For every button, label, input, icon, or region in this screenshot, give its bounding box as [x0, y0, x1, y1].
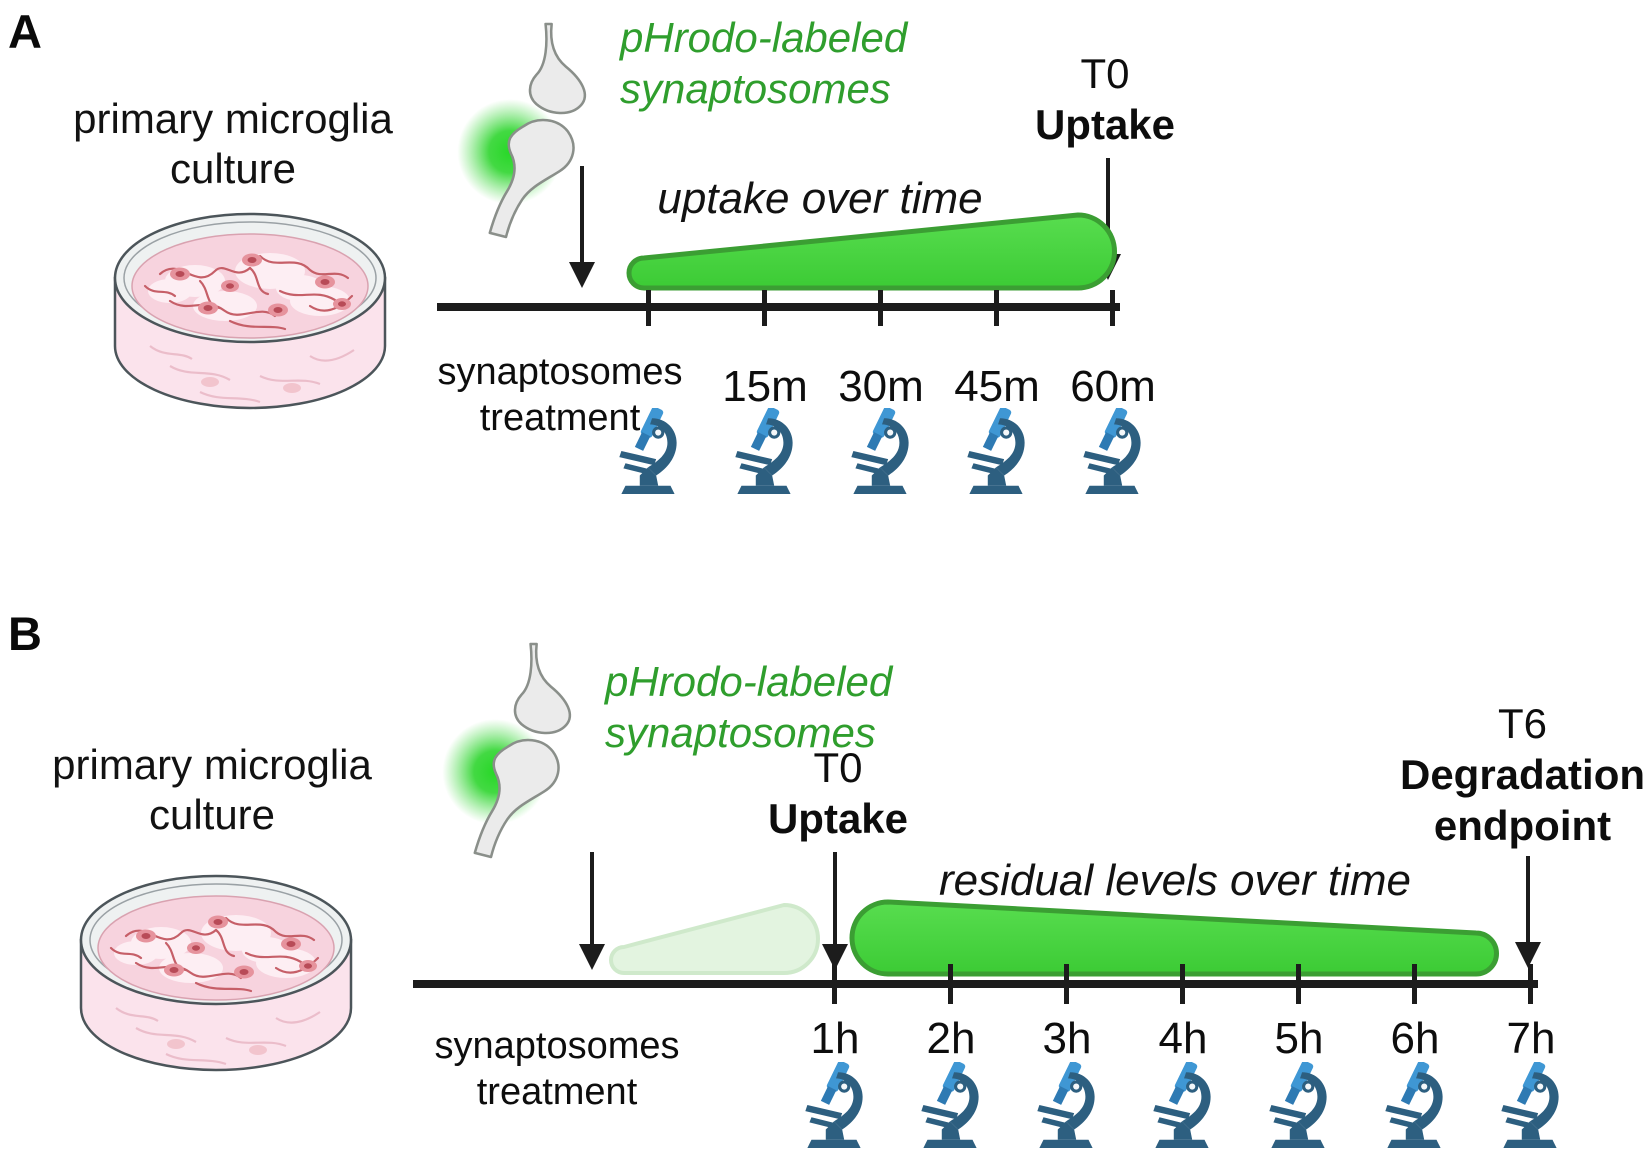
tick-label-4h: 4h [1158, 1014, 1208, 1063]
microscope-icon [1151, 1062, 1215, 1150]
axis-origin-line1: synaptosomes [437, 351, 683, 393]
panel-a-culture-caption: primary microglia culture [33, 94, 433, 193]
microscope-icon [1267, 1062, 1331, 1150]
culture-caption-line2: culture [148, 790, 276, 838]
down-arrow [579, 852, 605, 970]
axis-origin-line2: treatment [479, 396, 641, 439]
arrow-head [579, 944, 605, 970]
synaptosome-caption-line1: pHrodo-labeled [620, 14, 908, 61]
culture-caption-line2: culture [169, 144, 297, 192]
microscope-icon [733, 408, 797, 496]
panel-b-timepoint-t0: T0 Uptake [738, 742, 938, 844]
microscope-icon [1499, 1062, 1563, 1150]
panel-a-wedge-caption: uptake over time [657, 174, 983, 223]
panel-a-axis-origin-label: synaptosomes treatment [410, 350, 710, 441]
t0-label: T0 [1080, 50, 1130, 97]
t6-event-line2: endpoint [1433, 802, 1612, 850]
tick-label-5h: 5h [1274, 1014, 1324, 1063]
timeline-tick [1528, 964, 1533, 1004]
residual-wedge [849, 899, 1499, 977]
uptake-wedge [626, 212, 1117, 291]
down-arrow [569, 166, 595, 288]
panel-b-letter: B [8, 607, 42, 660]
timeline-tick [1110, 290, 1115, 326]
synaptosome-illustration [437, 642, 615, 860]
timeline-tick [1180, 964, 1185, 1004]
timeline-tick [878, 290, 883, 326]
t6-label: T6 [1497, 700, 1547, 747]
timeline-tick [1412, 964, 1417, 1004]
arrow-shaft [833, 852, 837, 946]
tick-label-1h: 1h [810, 1014, 860, 1063]
synaptosome-caption-line1: pHrodo-labeled [605, 658, 893, 705]
arrow-head [1515, 942, 1541, 968]
tick-label-30m: 30m [838, 362, 924, 411]
tick-label-2h: 2h [926, 1014, 976, 1063]
panel-b-culture-caption: primary microglia culture [12, 740, 412, 839]
timeline-tick [832, 964, 837, 1004]
axis-origin-line1: synaptosomes [434, 1025, 680, 1067]
timeline-tick [948, 964, 953, 1004]
arrow-shaft [590, 852, 594, 946]
panel-b-timepoint-t6: T6 Degradation endpoint [1390, 698, 1652, 852]
synaptosome-caption-line2: synaptosomes [605, 709, 876, 757]
microscope-icon [617, 408, 681, 496]
down-arrow [1515, 856, 1541, 968]
arrow-head [569, 262, 595, 288]
axis-origin-line2: treatment [476, 1070, 638, 1113]
panel-b-wedge-caption: residual levels over time [939, 856, 1411, 905]
timeline-tick [1296, 964, 1301, 1004]
t6-event-line1: Degradation [1399, 751, 1646, 799]
culture-caption-line1: primary microglia [52, 741, 372, 788]
tick-label-3h: 3h [1042, 1014, 1092, 1063]
timeline-tick [1064, 964, 1069, 1004]
tick-label-6h: 6h [1390, 1014, 1440, 1063]
tick-label-7h: 7h [1506, 1014, 1556, 1063]
timeline-tick [994, 290, 999, 326]
timeline-axis [437, 303, 1120, 311]
t0-label: T0 [813, 744, 863, 791]
timeline-axis [413, 980, 1538, 988]
panel-a-timepoint-t0: T0 Uptake [1005, 48, 1205, 150]
microscope-icon [919, 1062, 983, 1150]
arrow-shaft [1526, 856, 1530, 944]
uptake-wedge-faded [609, 903, 820, 975]
synaptosome-caption-line2: synaptosomes [620, 65, 891, 113]
arrow-shaft [580, 166, 584, 264]
tick-label-60m: 60m [1070, 362, 1156, 411]
panel-b-axis-origin-label: synaptosomes treatment [407, 1024, 707, 1115]
petri-dish-illustration [76, 858, 356, 1088]
t0-event-label: Uptake [767, 795, 909, 843]
panel-a-letter: A [8, 5, 42, 58]
microscope-icon [1081, 408, 1145, 496]
tick-label-45m: 45m [954, 362, 1040, 411]
t0-event-label: Uptake [1034, 101, 1176, 149]
timeline-tick [646, 290, 651, 326]
arrow-shaft [1106, 158, 1110, 256]
tick-label-15m: 15m [722, 362, 808, 411]
microscope-icon [965, 408, 1029, 496]
petri-dish-illustration [110, 196, 390, 426]
timeline-tick [762, 290, 767, 326]
microscope-icon [803, 1062, 867, 1150]
microscope-icon [1383, 1062, 1447, 1150]
panel-b-synaptosome-caption: pHrodo-labeled synaptosomes [605, 656, 892, 758]
microscope-icon [849, 408, 913, 496]
culture-caption-line1: primary microglia [73, 95, 393, 142]
microscope-icon [1035, 1062, 1099, 1150]
panel-a-synaptosome-caption: pHrodo-labeled synaptosomes [620, 12, 907, 114]
